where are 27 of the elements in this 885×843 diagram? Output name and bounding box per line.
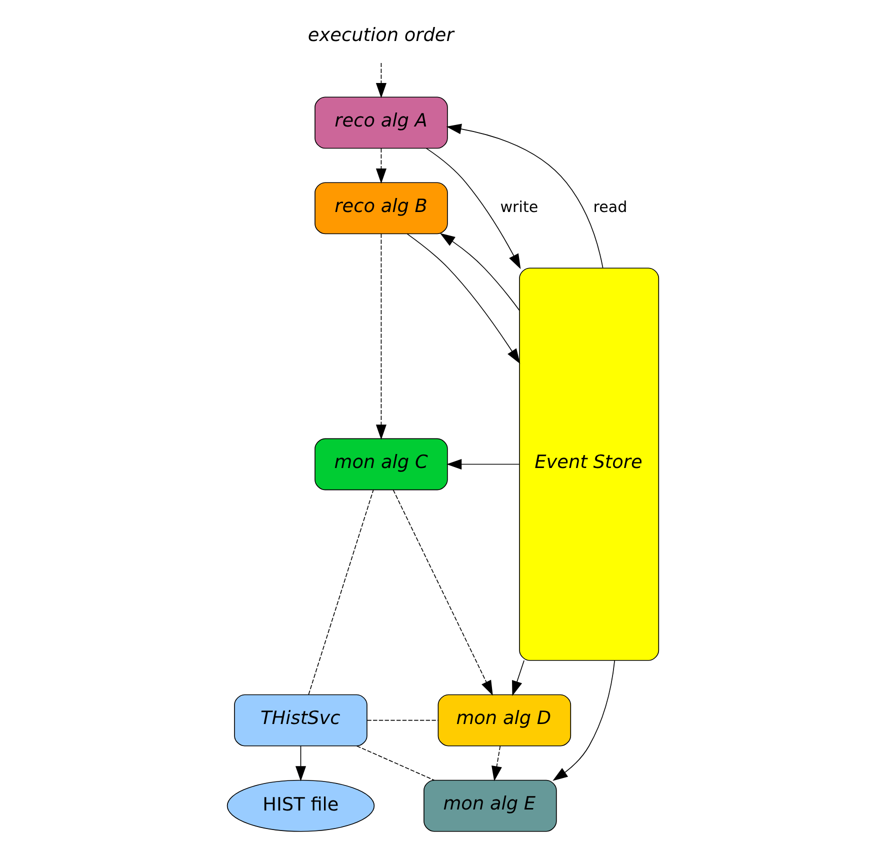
node-text: execution order bbox=[307, 25, 454, 46]
node-box: Event Store bbox=[518, 268, 659, 661]
arrow bbox=[375, 62, 386, 98]
arrow bbox=[512, 660, 524, 696]
arrow bbox=[406, 234, 520, 364]
node-box: THistSvc bbox=[234, 694, 367, 746]
arrow bbox=[446, 124, 603, 268]
arrow bbox=[491, 746, 502, 782]
node-box: mon alg E bbox=[423, 780, 556, 832]
arrow bbox=[552, 660, 615, 781]
node-box: reco alg A bbox=[314, 96, 448, 149]
arrow bbox=[446, 458, 520, 470]
arrow bbox=[294, 746, 306, 782]
arrow bbox=[375, 148, 386, 184]
connector bbox=[356, 746, 434, 781]
node-box: mon alg C bbox=[314, 438, 448, 490]
node-box: mon alg D bbox=[437, 694, 571, 746]
node-box: reco alg B bbox=[314, 182, 448, 234]
arrow bbox=[375, 233, 386, 440]
connector bbox=[366, 720, 438, 721]
edge-label: read bbox=[592, 198, 627, 216]
arrow bbox=[425, 148, 520, 270]
connector bbox=[308, 490, 374, 695]
arrow bbox=[439, 233, 520, 311]
node-ellipse: HIST file bbox=[226, 780, 374, 832]
edge-label: write bbox=[500, 198, 538, 216]
arrow bbox=[392, 490, 492, 696]
